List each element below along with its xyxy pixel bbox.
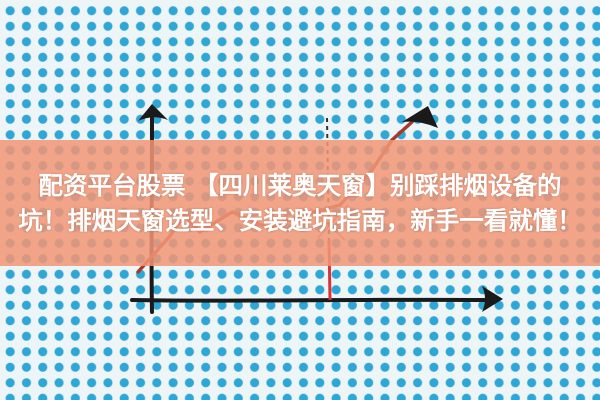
trend-arrow-icon	[402, 106, 438, 128]
title-line-2: 坑！排烟天窗选型、安装避坑指南，新手一看就懂！	[18, 206, 582, 235]
title-banner	[0, 140, 600, 266]
x-axis	[130, 286, 503, 312]
y-axis-arrow-icon	[138, 104, 168, 121]
title-banner-text: 配资平台股票 【四川莱奥天窗】别踩排烟设备的 坑！排烟天窗选型、安装避坑指南，新…	[0, 140, 600, 266]
x-axis-arrow-icon	[482, 286, 503, 312]
title-line-1: 配资平台股票 【四川莱奥天窗】别踩排烟设备的	[38, 171, 562, 200]
